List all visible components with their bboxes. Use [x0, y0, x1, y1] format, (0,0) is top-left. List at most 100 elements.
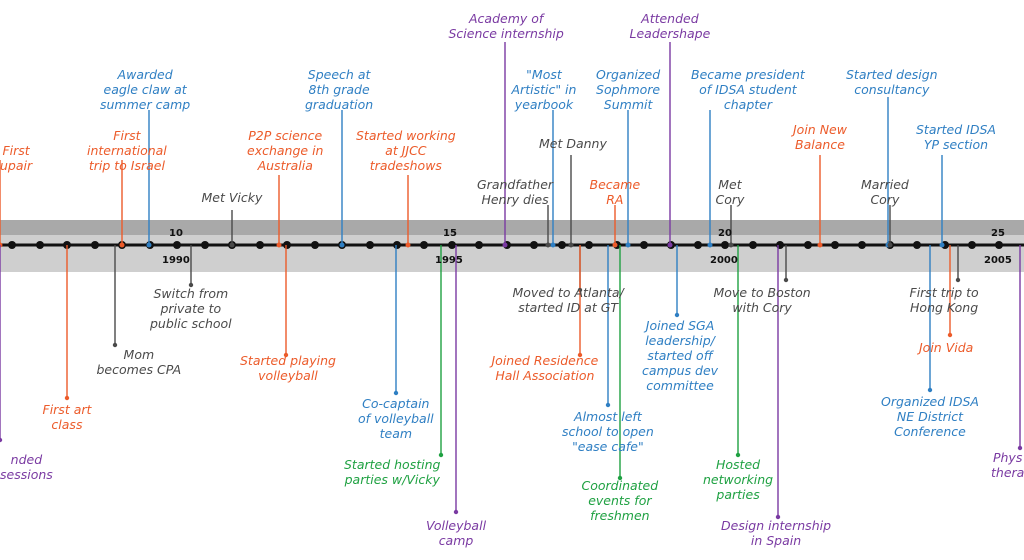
axis-dot: [91, 241, 99, 249]
axis-dot: [530, 241, 538, 249]
axis-dot: [968, 241, 976, 249]
year-tick-label: 1995: [435, 255, 463, 266]
year-tick-label: 2005: [984, 255, 1012, 266]
event-label-below: Join Vida: [919, 340, 974, 355]
event-label-below: Organized IDSA NE District Conference: [881, 394, 979, 439]
event-marker: [188, 282, 194, 288]
event-marker: [276, 242, 282, 248]
event-label-below: Volleyball camp: [426, 518, 487, 548]
event-marker: [674, 312, 680, 318]
event-label-above: Awarded eagle claw at summer camp: [100, 67, 191, 112]
event-marker: [728, 242, 734, 248]
event-label-above: Attended Leadershape: [629, 11, 711, 41]
event-marker: [707, 242, 713, 248]
event-marker: [783, 277, 789, 283]
event-label-below: Switch from private to public school: [150, 286, 232, 331]
axis-dot: [8, 241, 16, 249]
axis-dot: [804, 241, 812, 249]
event-marker: [229, 242, 235, 248]
event-label-above: Became president of IDSA student chapter: [691, 67, 805, 112]
axis-dot: [448, 241, 456, 249]
event-label-below: Coordinated events for freshmen: [581, 478, 659, 523]
event-marker: [625, 242, 631, 248]
event-label-below: Mom becomes CPA: [96, 347, 182, 377]
event-marker: [577, 352, 583, 358]
band-right-lower: [780, 235, 1024, 272]
event-label-below: Design internship in Spain: [721, 518, 832, 548]
event-label-above: Married Cory: [861, 177, 909, 207]
event-label-below: Moved to Atlanta/ started ID at GT: [512, 285, 624, 315]
event-label-above: Met Danny: [539, 136, 607, 151]
age-tick-label: 20: [718, 228, 732, 239]
axis-dot: [995, 241, 1003, 249]
axis-dot: [475, 241, 483, 249]
event-label-below: First trip to Hong Kong: [909, 285, 979, 315]
event-marker: [947, 332, 953, 338]
event-label-above: Started working at JJCC tradeshows: [356, 128, 456, 173]
axis-dot: [393, 241, 401, 249]
event-label-above: Became RA: [589, 177, 641, 207]
year-tick-label: 1990: [162, 255, 190, 266]
event-marker: [568, 242, 574, 248]
axis-dot: [776, 241, 784, 249]
event-marker: [438, 452, 444, 458]
event-marker: [605, 402, 611, 408]
band-highlight-left: [0, 220, 780, 235]
axis-dot: [721, 241, 729, 249]
age-tick-label: 15: [443, 228, 457, 239]
event-marker: [339, 242, 345, 248]
event-marker: [775, 514, 781, 520]
event-marker: [1017, 445, 1023, 451]
axis-dot: [256, 241, 264, 249]
event-marker: [119, 242, 125, 248]
event-marker: [817, 242, 823, 248]
axis-dot: [420, 241, 428, 249]
event-label-above: First upair: [0, 143, 33, 173]
event-label-below: First art class: [42, 402, 92, 432]
event-label-above: Started design consultancy: [846, 67, 938, 97]
axis-dot: [585, 241, 593, 249]
event-label-above: "Most Artistic" in yearbook: [511, 67, 577, 112]
year-tick-label: 2000: [710, 255, 738, 266]
event-label-below: Joined Residence Hall Association: [491, 353, 599, 383]
event-marker: [667, 242, 673, 248]
axis-dot: [749, 241, 757, 249]
axis-dot: [201, 241, 209, 249]
event-label-above: Organized Sophmore Summit: [596, 67, 661, 112]
event-marker: [146, 242, 152, 248]
age-tick-label: 25: [991, 228, 1005, 239]
axis-dot: [366, 241, 374, 249]
axis-dot: [640, 241, 648, 249]
event-label-above: P2P science exchange in Australia: [247, 128, 324, 173]
event-marker: [453, 509, 459, 515]
axis-dot: [694, 241, 702, 249]
event-label-below: Phys thera: [991, 450, 1024, 480]
event-label-below: Almost left school to open "ease cafe": [562, 409, 654, 454]
event-label-below: Joined SGA leadership/ started off campu…: [642, 318, 719, 393]
event-label-below: Move to Boston with Cory: [713, 285, 811, 315]
event-label-above: Grandfather Henry dies: [477, 177, 554, 207]
event-label-below: Started playing volleyball: [240, 353, 336, 383]
event-label-below: Hosted networking parties: [703, 457, 774, 502]
event-marker: [887, 242, 893, 248]
event-marker: [927, 387, 933, 393]
event-label-below: Started hosting parties w/Vicky: [344, 457, 441, 487]
event-label-below: nded sessions: [0, 452, 53, 482]
axis-dot: [36, 241, 44, 249]
event-marker: [955, 277, 961, 283]
event-label-above: Speech at 8th grade graduation: [305, 67, 374, 112]
event-marker: [939, 242, 945, 248]
event-marker: [502, 242, 508, 248]
event-label-above: Academy of Science internship: [448, 11, 564, 41]
event-marker: [405, 242, 411, 248]
event-label-above: First international trip to Israel: [87, 128, 167, 173]
event-label-above: Started IDSA YP section: [916, 122, 996, 152]
axis-dot: [558, 241, 566, 249]
event-marker: [545, 242, 551, 248]
event-marker: [393, 390, 399, 396]
event-marker: [735, 452, 741, 458]
event-marker: [612, 242, 618, 248]
event-marker: [112, 342, 118, 348]
